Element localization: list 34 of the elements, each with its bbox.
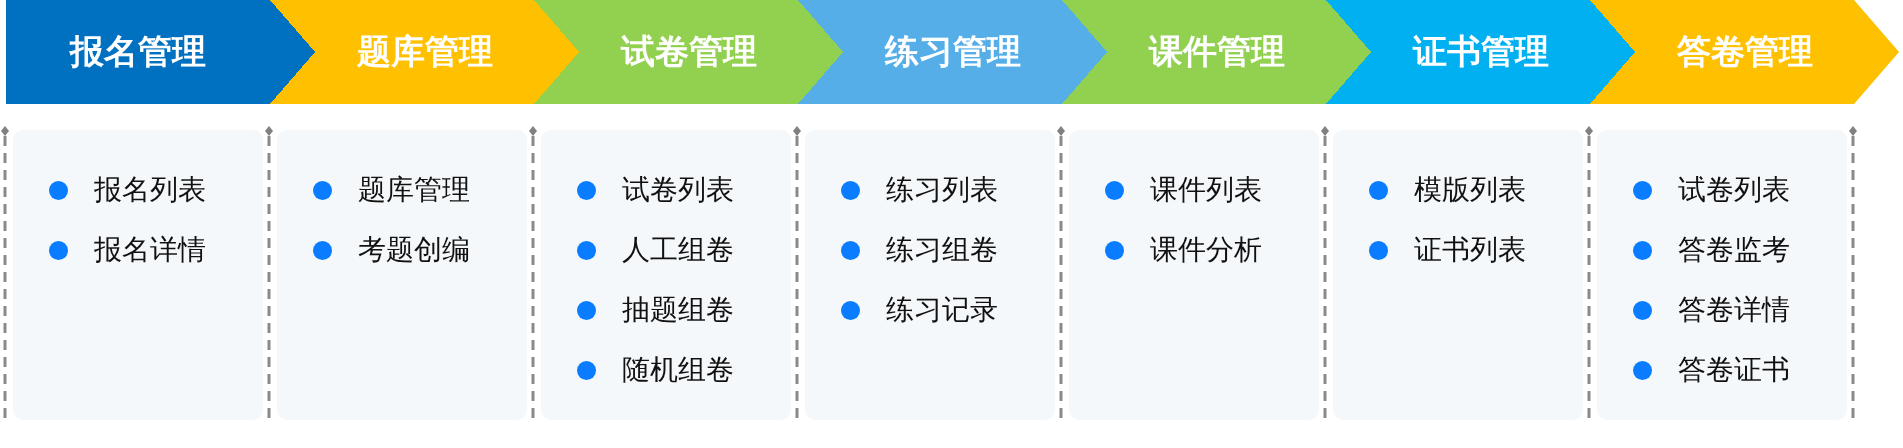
list-item-text: 试卷列表 <box>622 172 734 208</box>
list-item-text: 随机组卷 <box>622 352 734 388</box>
step-title: 答卷管理 <box>1676 30 1813 73</box>
step-title: 报名管理 <box>70 30 206 73</box>
list-panel <box>541 130 791 420</box>
list-item-text: 题库管理 <box>358 172 470 208</box>
list-panel <box>1333 130 1583 420</box>
list-item-text: 练习组卷 <box>886 232 998 268</box>
list-panel <box>1597 130 1847 420</box>
list-item-text: 证书列表 <box>1414 232 1526 268</box>
list-item-text: 课件列表 <box>1150 172 1262 208</box>
chevron-step <box>6 0 270 104</box>
list-item-text: 答卷详情 <box>1678 292 1790 328</box>
list-panel <box>1069 130 1319 420</box>
list-panel <box>13 130 263 420</box>
list-item-text: 模版列表 <box>1414 172 1526 208</box>
step-title: 证书管理 <box>1412 30 1549 73</box>
list-item-text: 练习列表 <box>886 172 998 208</box>
step-title: 练习管理 <box>884 30 1021 73</box>
list-item-text: 报名列表 <box>94 172 206 208</box>
list-panel <box>805 130 1055 420</box>
list-item-text: 练习记录 <box>886 292 998 328</box>
list-item-text: 答卷证书 <box>1678 352 1790 388</box>
list-item-text: 人工组卷 <box>622 232 734 268</box>
step-title: 题库管理 <box>356 30 493 73</box>
list-item-text: 试卷列表 <box>1678 172 1790 208</box>
list-item-text: 抽题组卷 <box>622 292 734 328</box>
list-panel <box>277 130 527 420</box>
list-item-text: 课件分析 <box>1150 232 1262 268</box>
step-title: 试卷管理 <box>620 30 757 73</box>
list-item-text: 答卷监考 <box>1678 232 1790 268</box>
step-title: 课件管理 <box>1148 30 1285 73</box>
list-item-text: 考题创编 <box>358 232 470 268</box>
list-item-text: 报名详情 <box>94 232 206 268</box>
